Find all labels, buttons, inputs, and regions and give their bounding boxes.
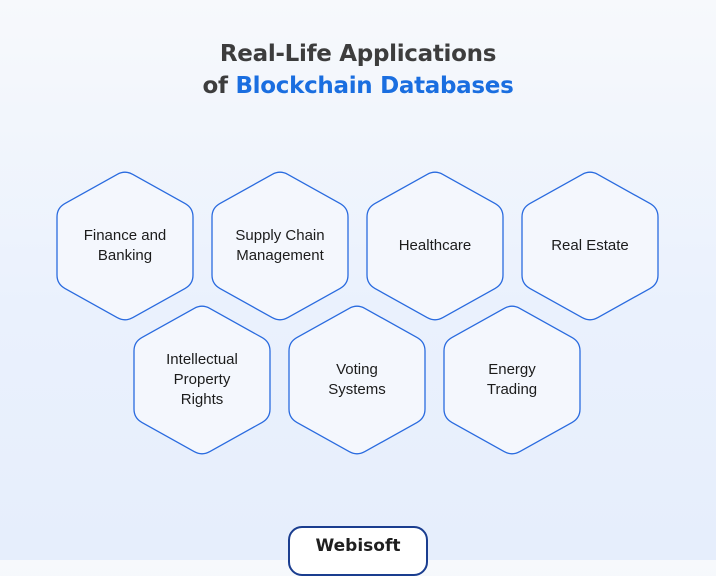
hexagon-shape [211, 171, 349, 321]
hexagon-shape [288, 305, 426, 455]
hexagon-outline [288, 305, 426, 455]
application-label: Voting Systems [328, 361, 386, 398]
title-prefix: of [202, 73, 236, 99]
hexagon-shape [443, 305, 581, 455]
brand-logo: Webisoft [288, 526, 428, 576]
application-label: Energy Trading [486, 361, 538, 398]
application-label: Real Estate [551, 237, 629, 254]
title-accent: Blockchain Databases [235, 73, 514, 99]
application-label: Intellectual Property Rights [166, 351, 238, 408]
application-label: Healthcare [398, 237, 472, 254]
title-line-2: of Blockchain Databases [0, 70, 716, 102]
hexagon-outline [521, 171, 659, 321]
hexagon-shape [521, 171, 659, 321]
hexagon-shape [56, 171, 194, 321]
hexagon-shape [366, 171, 504, 321]
hexagon-shape [133, 305, 271, 455]
hexagon-outline [366, 171, 504, 321]
title-line-1: Real-Life Applications [219, 41, 497, 67]
application-label: Finance and Banking [83, 227, 167, 264]
hexagon-outline [56, 171, 194, 321]
hexagon-outline [133, 305, 271, 455]
hexagon-outline [211, 171, 349, 321]
hexagon-outline [443, 305, 581, 455]
diagram-title: Real-Life Applications of Blockchain Dat… [0, 38, 716, 102]
application-label: Supply Chain Management [235, 227, 325, 264]
